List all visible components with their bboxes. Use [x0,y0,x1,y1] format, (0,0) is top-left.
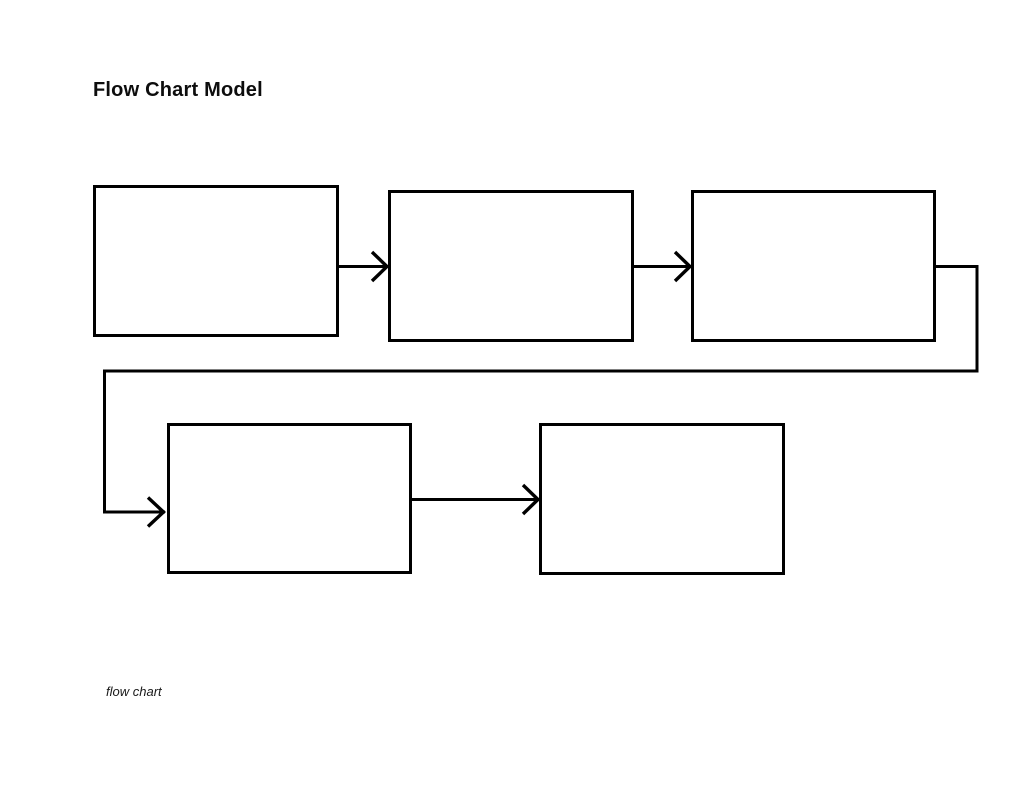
flow-edge-4-5[interactable] [412,483,541,516]
flow-edge-3-4-line [103,265,979,514]
arrow-head-icon [521,483,541,516]
flow-node-4[interactable] [167,423,412,574]
flow-node-3[interactable] [691,190,936,342]
flow-node-1[interactable] [93,185,339,337]
flow-edge-3-4[interactable] [103,265,979,528]
flow-node-5[interactable] [539,423,785,575]
diagram-caption: flow chart [106,684,162,699]
flow-node-2[interactable] [388,190,634,342]
arrow-head-icon [146,496,166,528]
flow-edge-1-2[interactable] [339,250,390,283]
flow-edge-2-3[interactable] [634,250,693,283]
arrow-head-icon [673,250,693,283]
page-title: Flow Chart Model [93,79,263,101]
arrow-head-icon [370,250,390,283]
